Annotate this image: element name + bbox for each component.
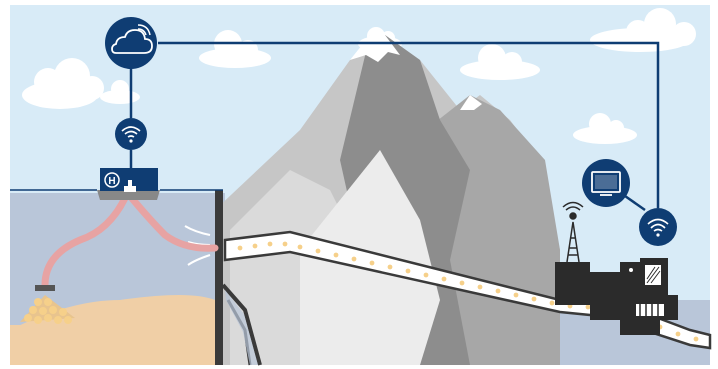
station-pump (636, 304, 664, 316)
antenna-icon (562, 201, 584, 263)
station-window-hatch (646, 266, 661, 284)
link-monitor-wifi (624, 194, 646, 212)
helipad-badge (104, 172, 120, 188)
tunnel-shaft-fill (225, 290, 258, 365)
ship-pump (124, 186, 136, 192)
discharge-hose (126, 192, 219, 252)
wifi-icon (115, 118, 147, 150)
cloud-shape (460, 44, 540, 80)
station-wifi-icon (639, 208, 677, 246)
helipad-label: H (108, 176, 115, 187)
tunnel-shaft (221, 283, 262, 366)
cloud-shape (590, 8, 696, 52)
ship-pump-pipe (128, 180, 132, 188)
cloud-shape (573, 113, 637, 144)
cloud-wifi-icon (105, 17, 157, 69)
shore-wall (215, 190, 223, 365)
link-cloud-station (158, 41, 660, 208)
cloud-shape (199, 30, 271, 68)
pump-station (555, 258, 678, 335)
snow-cap-right (460, 95, 482, 110)
station-light (629, 268, 633, 272)
network-links (129, 41, 660, 212)
cloud-shape (22, 58, 104, 109)
dredger-ship: H (97, 168, 160, 200)
ship-hull (97, 190, 160, 200)
suction-hose (41, 192, 130, 289)
sand-seabed-base (10, 325, 215, 365)
station-pump-teeth (639, 304, 659, 316)
monitor-icon (582, 159, 630, 207)
sand-pile (20, 285, 75, 324)
